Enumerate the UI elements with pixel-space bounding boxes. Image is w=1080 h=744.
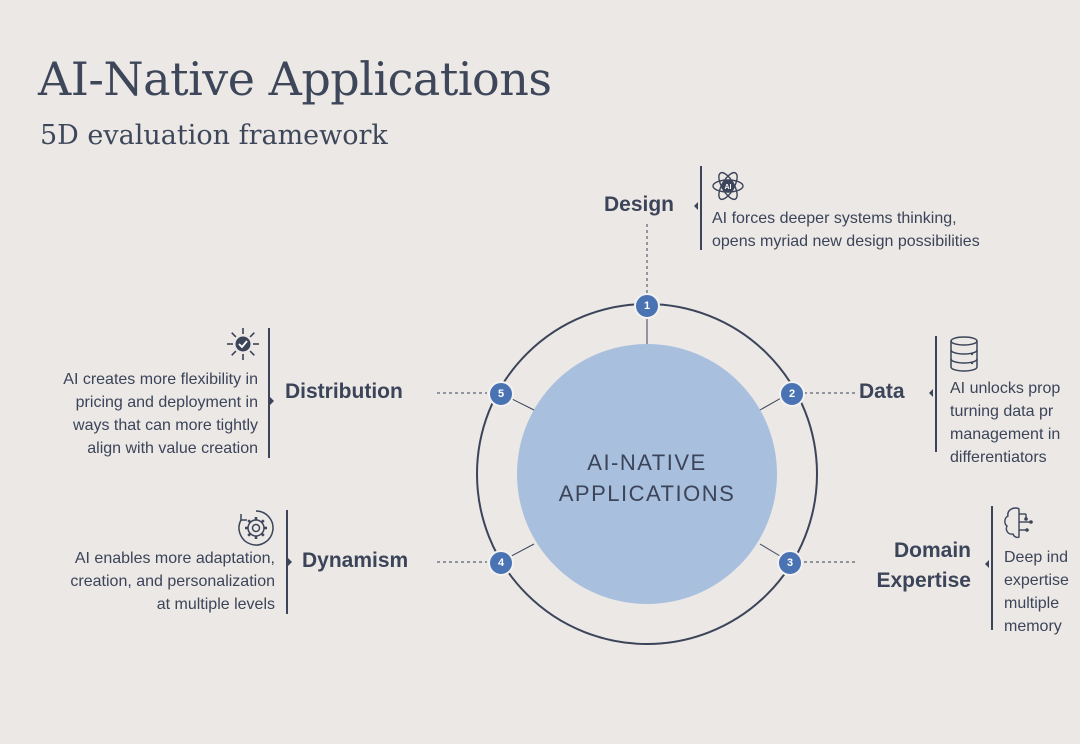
- ai-atom-icon: AI: [712, 171, 744, 201]
- database-icon: [950, 336, 978, 372]
- node-1: 1: [634, 293, 660, 319]
- center-label: AI-NATIVE APPLICATIONS: [519, 447, 775, 509]
- description-data: AI unlocks prop turning data pr manageme…: [950, 377, 1060, 469]
- node-3: 3: [777, 550, 803, 576]
- description-domain-expertise: Deep ind expertise multiple memory: [1004, 546, 1069, 638]
- description-line: ways that can more tightly: [73, 417, 258, 434]
- pointer-design: [694, 202, 698, 210]
- center-label-line2: APPLICATIONS: [558, 481, 736, 506]
- description-line: align with value creation: [87, 440, 258, 457]
- page-subtitle: 5D evaluation framework: [40, 120, 388, 151]
- description-line: memory: [1004, 618, 1062, 635]
- description-line: turning data pr: [950, 403, 1054, 420]
- page-title: AI-Native Applications: [38, 52, 552, 106]
- label-domain-expertise-line1: Domain: [893, 539, 971, 562]
- description-line: management in: [950, 426, 1061, 443]
- label-dynamism: Dynamism: [302, 549, 409, 572]
- label-domain-expertise-line2: Expertise: [876, 569, 971, 592]
- description-line: creation, and personalization: [70, 573, 275, 590]
- description-line: AI unlocks prop: [950, 380, 1061, 397]
- node-4: 4: [488, 550, 514, 576]
- description-line: opens myriad new design possibilities: [712, 233, 980, 250]
- description-distribution: AI creates more flexibility in pricing a…: [63, 368, 258, 460]
- description-line: differentiators: [950, 449, 1047, 466]
- gear-cycle-icon: [238, 510, 274, 546]
- node-2: 2: [779, 381, 805, 407]
- svg-text:AI: AI: [725, 184, 732, 191]
- divider-dynamism: [286, 510, 288, 614]
- brain-circuit-icon: [1004, 507, 1033, 539]
- divider-design: [700, 166, 702, 250]
- divider-domain-expertise: [991, 506, 993, 630]
- dashed-connectors: [437, 224, 857, 563]
- pointer-dynamism: [288, 558, 292, 566]
- description-dynamism: AI enables more adaptation, creation, an…: [70, 547, 275, 616]
- pointer-distribution: [270, 397, 274, 405]
- node-5: 5: [488, 381, 514, 407]
- description-line: AI creates more flexibility in: [63, 371, 258, 388]
- description-line: pricing and deployment in: [75, 394, 258, 411]
- pointer-data: [929, 389, 933, 397]
- label-domain-expertise: Domain Expertise: [858, 536, 971, 596]
- description-line: AI enables more adaptation,: [74, 550, 275, 567]
- network-check-icon: [227, 328, 259, 360]
- divider-distribution: [268, 328, 270, 458]
- center-label-line1: AI-NATIVE: [587, 450, 707, 475]
- center-circle: [517, 344, 777, 604]
- description-line: expertise: [1004, 572, 1069, 589]
- description-design: AI forces deeper systems thinking, opens…: [712, 207, 980, 253]
- description-line: Deep ind: [1004, 549, 1069, 566]
- pointer-domain-expertise: [985, 560, 989, 568]
- label-distribution: Distribution: [285, 380, 403, 403]
- divider-data: [935, 336, 937, 452]
- description-line: multiple: [1004, 595, 1060, 612]
- label-data: Data: [859, 380, 905, 403]
- description-line: at multiple levels: [156, 596, 275, 613]
- description-line: AI forces deeper systems thinking,: [712, 210, 957, 227]
- label-design: Design: [604, 193, 675, 216]
